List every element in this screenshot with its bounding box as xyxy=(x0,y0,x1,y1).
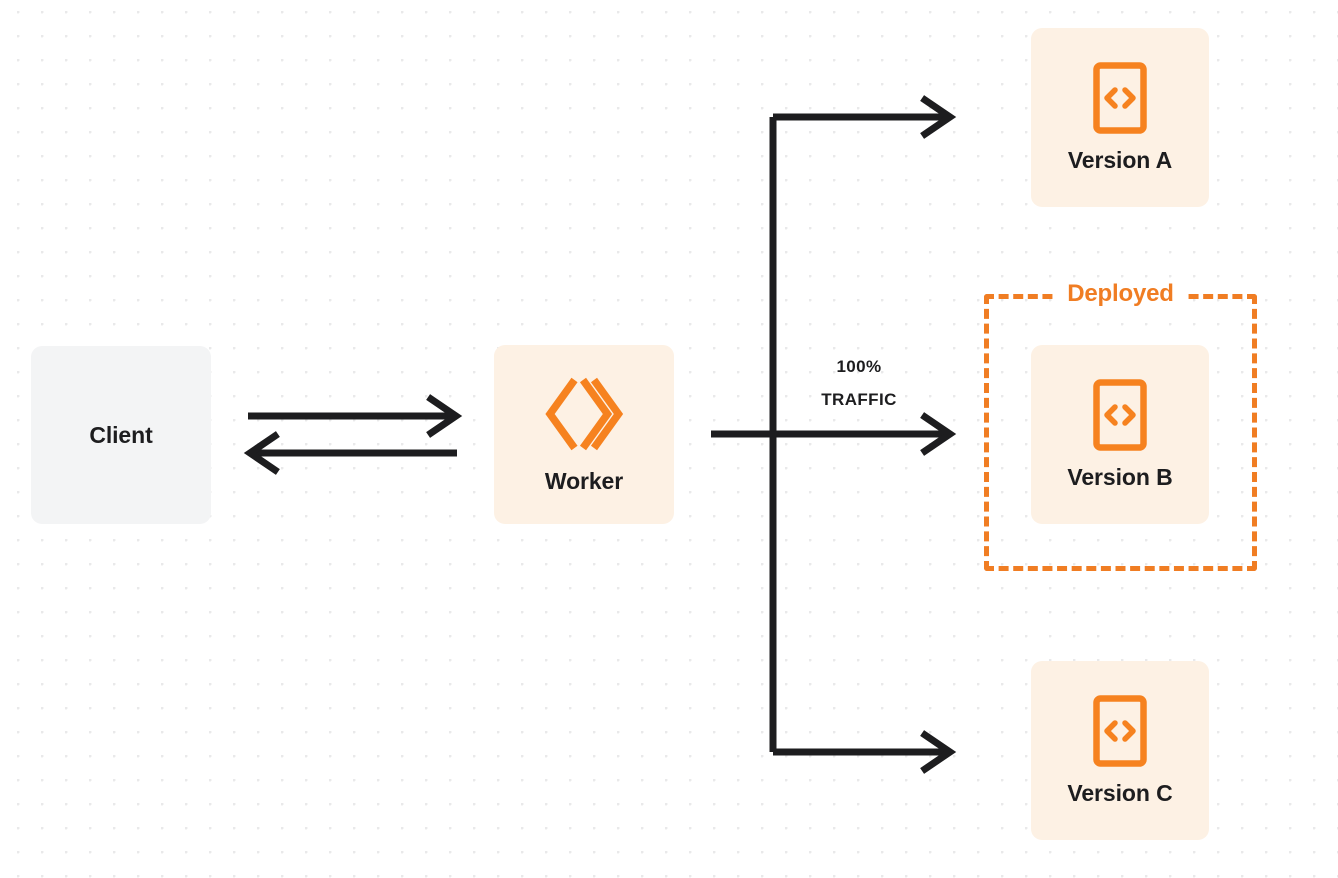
deployed-group-label: Deployed xyxy=(1056,280,1185,308)
version-c-node[interactable]: Version C xyxy=(1031,661,1209,840)
traffic-percent: 100% xyxy=(836,357,882,376)
version-c-label: Version C xyxy=(1067,780,1173,806)
traffic-label: 100% TRAFFIC xyxy=(783,350,935,416)
worker-label: Worker xyxy=(544,468,624,494)
arrow-worker-to-version-b xyxy=(711,412,957,456)
client-label: Client xyxy=(89,421,153,448)
arrow-client-to-worker xyxy=(248,394,463,438)
cloudflare-workers-logo-icon xyxy=(542,374,626,454)
worker-node[interactable]: Worker xyxy=(494,345,674,524)
version-b-node[interactable]: Version B xyxy=(1031,345,1209,524)
code-brackets-document-icon xyxy=(1092,378,1148,452)
code-brackets-document-icon xyxy=(1092,694,1148,768)
client-node[interactable]: Client xyxy=(31,346,211,524)
version-b-label: Version B xyxy=(1067,464,1173,490)
version-a-label: Version A xyxy=(1067,147,1173,173)
arrow-worker-to-version-c xyxy=(773,730,957,774)
arrow-worker-to-version-a xyxy=(773,95,957,139)
traffic-unit: TRAFFIC xyxy=(821,390,897,409)
arrow-worker-to-client xyxy=(243,431,457,475)
code-brackets-document-icon xyxy=(1092,61,1148,135)
version-a-node[interactable]: Version A xyxy=(1031,28,1209,207)
deployed-group-border: Deployed xyxy=(984,280,1257,571)
